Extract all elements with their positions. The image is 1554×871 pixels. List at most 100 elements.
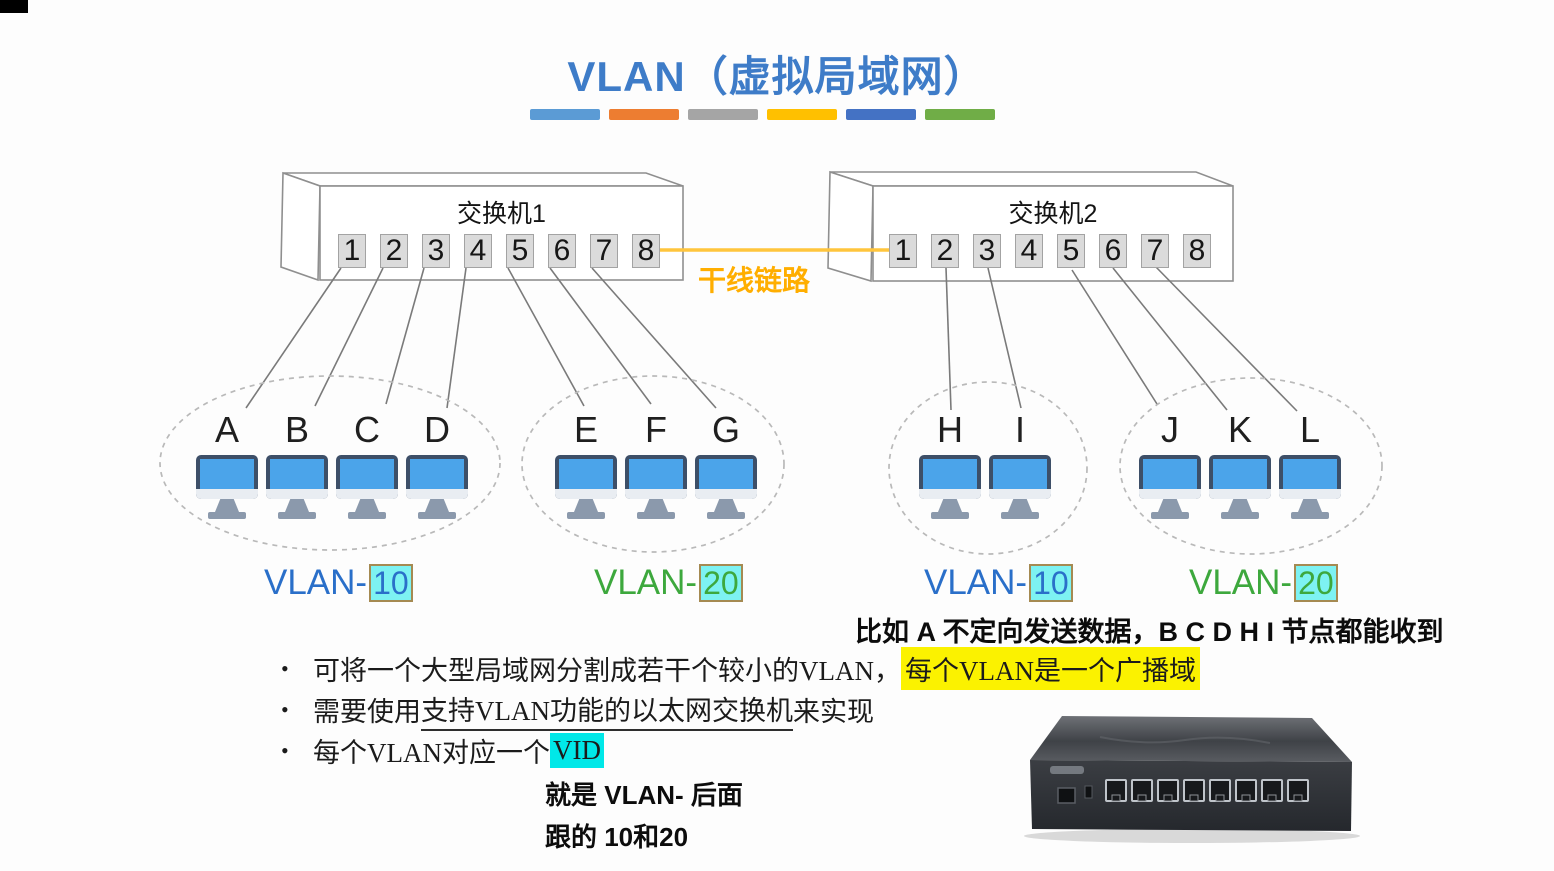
switch1-port-3: 3 xyxy=(422,234,450,268)
monitor-chin xyxy=(196,489,258,499)
monitor-screen xyxy=(200,459,254,489)
monitor-stand xyxy=(285,499,309,512)
monitor-stand xyxy=(215,499,239,512)
vlan-prefix: VLAN- xyxy=(924,563,1028,602)
monitor-stand xyxy=(938,499,962,512)
switch2-port-3: 3 xyxy=(973,234,1001,268)
bullet-dot: • xyxy=(281,655,289,681)
monitor-screen xyxy=(923,459,977,489)
monitor-stand xyxy=(355,499,379,512)
computer-K: K xyxy=(1209,410,1271,519)
bullet1-text: 可将一个大型局域网分割成若干个较小的VLAN， xyxy=(313,656,901,686)
monitor-screen xyxy=(410,459,464,489)
ellipse-vlan20-sw1 xyxy=(521,375,785,553)
computer-monitor-icon xyxy=(196,455,258,499)
switch1-port-8: 8 xyxy=(632,234,660,268)
computer-letter: B xyxy=(284,409,309,450)
monitor-stand xyxy=(714,499,738,512)
computer-D: D xyxy=(406,410,468,519)
ellipse-vlan10-sw1 xyxy=(159,375,501,551)
monitor-stand xyxy=(1158,499,1182,512)
switch1-port-7: 7 xyxy=(590,234,618,268)
monitor-stand xyxy=(1008,499,1032,512)
monitor-screen xyxy=(699,459,753,489)
computer-B: B xyxy=(266,410,328,519)
broadcast-example-note: 比如 A 不定向发送数据，B C D H I 节点都能收到 xyxy=(855,617,1444,647)
title-color-bar xyxy=(609,109,679,120)
computer-C: C xyxy=(336,410,398,519)
computer-monitor-icon xyxy=(1209,455,1271,499)
vlan-prefix: VLAN- xyxy=(264,563,368,602)
computer-letter: A xyxy=(214,409,239,450)
monitor-base xyxy=(637,512,675,519)
computer-letter: D xyxy=(424,409,450,450)
connection-lines xyxy=(245,265,1298,412)
switch1-port-1: 1 xyxy=(338,234,366,268)
computer-letter: I xyxy=(1014,409,1025,450)
device-brand-logo xyxy=(1050,766,1084,774)
vlan-id-badge: 20 xyxy=(699,564,743,602)
bullet2-suffix: 来实现 xyxy=(793,697,874,727)
monitor-screen xyxy=(1213,459,1267,489)
computer-letter: H xyxy=(937,409,963,450)
monitor-chin xyxy=(695,489,757,499)
monitor-screen xyxy=(340,459,394,489)
bullet3-prefix: 每个VLAN对应一个 xyxy=(313,738,550,768)
title-color-bars xyxy=(530,109,995,120)
computer-letter: K xyxy=(1227,409,1252,450)
computer-A: A xyxy=(196,410,258,519)
switch1-port-4: 4 xyxy=(464,234,492,268)
computer-monitor-icon xyxy=(336,455,398,499)
monitor-chin xyxy=(1209,489,1271,499)
corner-artifact xyxy=(0,0,28,13)
computer-monitor-icon xyxy=(406,455,468,499)
network-switch-device-image xyxy=(1024,716,1360,843)
monitor-screen xyxy=(1283,459,1337,489)
monitor-chin xyxy=(919,489,981,499)
vlan-id-badge: 20 xyxy=(1294,564,1338,602)
title-color-bar xyxy=(688,109,758,120)
computer-letter: E xyxy=(573,409,598,450)
monitor-stand xyxy=(1298,499,1322,512)
vlan10-label-left: VLAN-10 xyxy=(264,563,413,603)
monitor-screen xyxy=(1143,459,1197,489)
switch2-label: 交换机2 xyxy=(1008,200,1098,228)
bullet-dot: • xyxy=(281,696,289,722)
computer-letter: L xyxy=(1299,409,1321,450)
vlan-id-badge: 10 xyxy=(369,564,413,602)
switch1-label: 交换机1 xyxy=(457,200,546,228)
computer-monitor-icon xyxy=(919,455,981,499)
vid-note-line1: 就是 VLAN- 后面 xyxy=(545,780,743,810)
vlan-group-computers-a-d: A B C D xyxy=(196,410,468,519)
computer-letter: C xyxy=(354,409,380,450)
computer-monitor-icon xyxy=(555,455,617,499)
monitor-screen xyxy=(629,459,683,489)
monitor-chin xyxy=(625,489,687,499)
vlan10-label-right: VLAN-10 xyxy=(924,563,1073,603)
computer-G: G xyxy=(695,410,757,519)
monitor-base xyxy=(418,512,456,519)
ellipse-vlan10-sw2 xyxy=(888,381,1088,555)
monitor-chin xyxy=(266,489,328,499)
monitor-base xyxy=(1221,512,1259,519)
monitor-chin xyxy=(1139,489,1201,499)
bullet3-vid-highlight: VID xyxy=(550,733,604,768)
vlan20-label-left: VLAN-20 xyxy=(594,563,743,603)
title-color-bar xyxy=(767,109,837,120)
computer-F: F xyxy=(625,410,687,519)
switch2-port-1: 1 xyxy=(889,234,917,268)
computer-E: E xyxy=(555,410,617,519)
switch1-port-6: 6 xyxy=(548,234,576,268)
bullet2-underlined-text: 支持VLAN功能的以太网交换机 xyxy=(421,689,793,731)
vlan-id-badge: 10 xyxy=(1029,564,1073,602)
title-color-bar xyxy=(846,109,916,120)
computer-J: J xyxy=(1139,410,1201,519)
computer-monitor-icon xyxy=(266,455,328,499)
computer-monitor-icon xyxy=(1279,455,1341,499)
monitor-base xyxy=(707,512,745,519)
computer-L: L xyxy=(1279,410,1341,519)
